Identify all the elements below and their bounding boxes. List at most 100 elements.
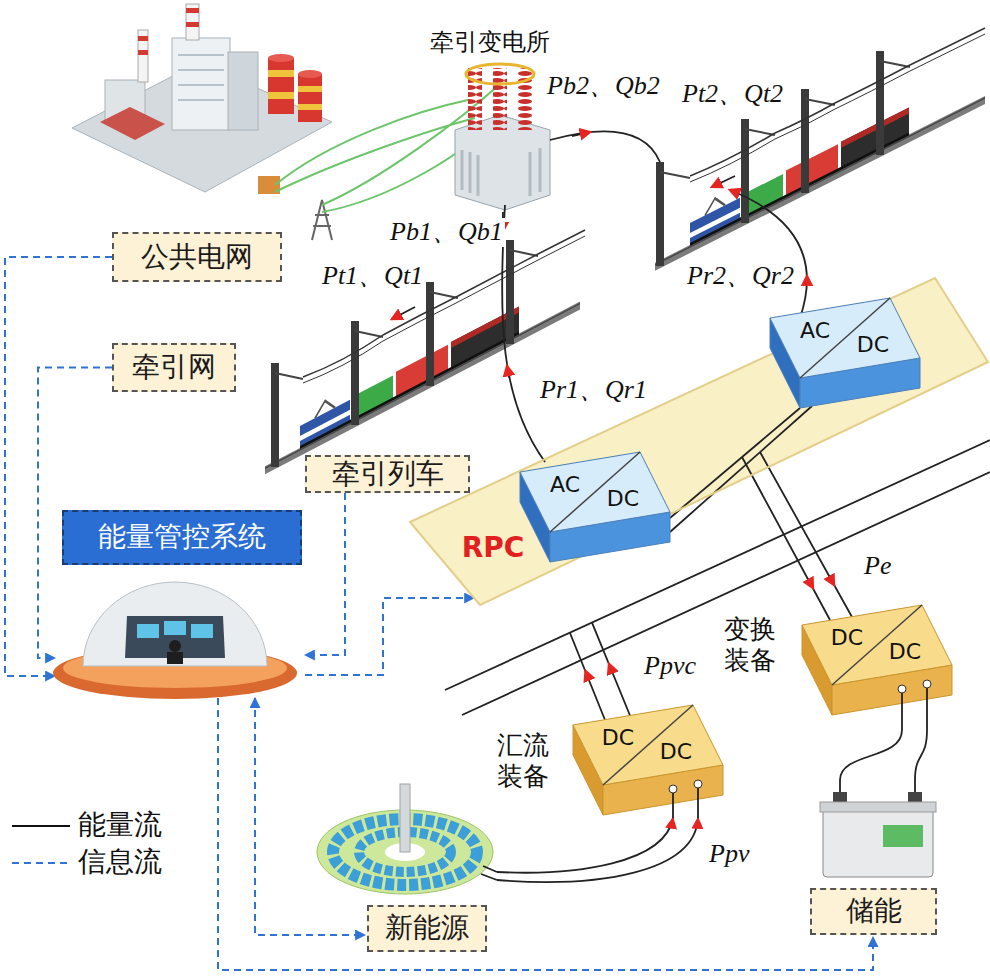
power-plant-part xyxy=(100,107,165,140)
left-railway-part xyxy=(275,250,538,379)
upper-railway-part-part xyxy=(690,198,740,245)
label-wrap: 牵引变电所 xyxy=(430,28,550,57)
screen xyxy=(164,621,186,635)
label-text: 公共电网 xyxy=(141,241,253,273)
power-plant-part xyxy=(138,36,148,41)
legend-wrap: 能量流 xyxy=(78,808,162,842)
energy-connector xyxy=(840,730,902,780)
info-connector xyxy=(5,257,112,676)
legend-wrap: 信息流 xyxy=(78,845,162,879)
power-label: Pr1、Qr1 xyxy=(538,376,649,405)
upper-railway xyxy=(655,28,985,271)
energy-flows-part xyxy=(507,366,509,378)
substation-part xyxy=(462,148,540,196)
converter-side: DC xyxy=(889,639,921,664)
dc-bus-part xyxy=(570,623,630,720)
box-face xyxy=(520,452,670,532)
rpc-band: RPCACDCACDC xyxy=(408,276,990,606)
control-system: 能量管控系统 xyxy=(55,508,305,698)
substation-part xyxy=(466,64,534,84)
power-plant-part xyxy=(268,92,294,99)
label-text: 能量管控系统 xyxy=(98,521,266,553)
dc-bus-part xyxy=(609,664,611,669)
power-plant-part xyxy=(228,52,258,130)
power-plant-part xyxy=(298,74,322,122)
energy-flows-part xyxy=(392,307,415,319)
battery-body xyxy=(823,805,933,877)
upper-railway-part-part xyxy=(655,98,985,265)
energy-connector xyxy=(915,730,927,780)
dc-bus xyxy=(445,440,990,720)
converter-side: DC xyxy=(660,739,692,764)
battery-badge xyxy=(883,825,923,847)
info-connector xyxy=(218,698,873,970)
battery-lid xyxy=(820,802,936,812)
label-wrap: Pe xyxy=(862,552,893,581)
station-name: 牵引变电所 xyxy=(430,28,550,57)
converter-side-wrap: DC xyxy=(831,625,863,650)
rpc-label-wrap: RPC xyxy=(462,532,525,564)
upper-railway-part-part xyxy=(841,107,909,147)
pv-label: 新能源 xyxy=(367,905,487,952)
control-label: 能量管控系统 xyxy=(62,510,302,565)
upper-railway-part xyxy=(656,162,664,266)
energy-flows-part xyxy=(502,205,545,462)
label-text: 新能源 xyxy=(385,912,469,944)
left-railway-part xyxy=(506,240,514,344)
energy-flows-part xyxy=(730,190,807,318)
pv-source: 新能源 xyxy=(365,790,497,954)
power-plant-part xyxy=(268,58,294,114)
label-wrap: Ppvc xyxy=(642,652,698,681)
acdc-converter: ACDC xyxy=(770,298,920,408)
label-wrap: Pb2、Qb2 xyxy=(545,72,662,101)
terminal-lead xyxy=(902,688,927,730)
substation-part xyxy=(493,68,507,130)
energy-connector xyxy=(497,818,698,882)
label-wrap: Pr2、Qr2 xyxy=(685,262,796,291)
power-label: Pt1、Qt1 xyxy=(320,262,425,291)
left-railway-part xyxy=(303,236,585,383)
energy-flows-part xyxy=(712,176,735,187)
grid-tag: 公共电网 xyxy=(112,232,282,282)
box-divider xyxy=(550,452,640,532)
converter-body xyxy=(802,605,952,715)
terminal xyxy=(669,785,677,793)
transmission-line-part xyxy=(312,200,332,240)
power-label: Pb1、Qb1 xyxy=(388,218,505,247)
converter-side-wrap: AC xyxy=(800,318,830,343)
left-railway-part-part xyxy=(396,345,448,398)
power-label: Pr2、Qr2 xyxy=(685,262,796,291)
dc-bus-part xyxy=(742,452,852,620)
power-plant-part xyxy=(186,8,199,13)
upper-railway-part xyxy=(876,51,884,155)
energy-connector xyxy=(497,818,698,882)
upper-railway-part xyxy=(741,119,749,223)
energy-connector xyxy=(670,408,800,518)
power-plant-part xyxy=(186,22,199,27)
left-railway-part xyxy=(271,363,279,467)
power-plant-part xyxy=(138,30,148,82)
dcdc-combiner: 汇流装备DCDC xyxy=(495,700,725,818)
power-plant-part xyxy=(298,86,322,92)
energy-flows-part xyxy=(550,131,660,162)
upper-railway-part-part xyxy=(786,144,838,196)
upper-railway-part xyxy=(801,89,809,193)
energy-connector xyxy=(497,818,673,873)
converter-side: DC xyxy=(602,725,634,750)
power-plant-part xyxy=(178,55,224,100)
power-plant-part xyxy=(172,38,230,130)
catenary-tag: 牵引网 xyxy=(112,343,236,392)
converter-shape xyxy=(770,298,920,408)
energy-flows-part xyxy=(806,276,808,286)
power-plant xyxy=(72,4,332,192)
storage-label: 储能 xyxy=(810,888,937,935)
upper-railway-part-part xyxy=(655,96,985,271)
pv-tower xyxy=(400,784,410,852)
power-plant-part xyxy=(186,4,199,40)
legend-swatch-part xyxy=(12,862,70,864)
terminal-lead xyxy=(673,788,698,818)
legend-text: 能量流 xyxy=(78,808,162,842)
energy-connector xyxy=(670,406,812,532)
converter-body xyxy=(770,298,920,408)
